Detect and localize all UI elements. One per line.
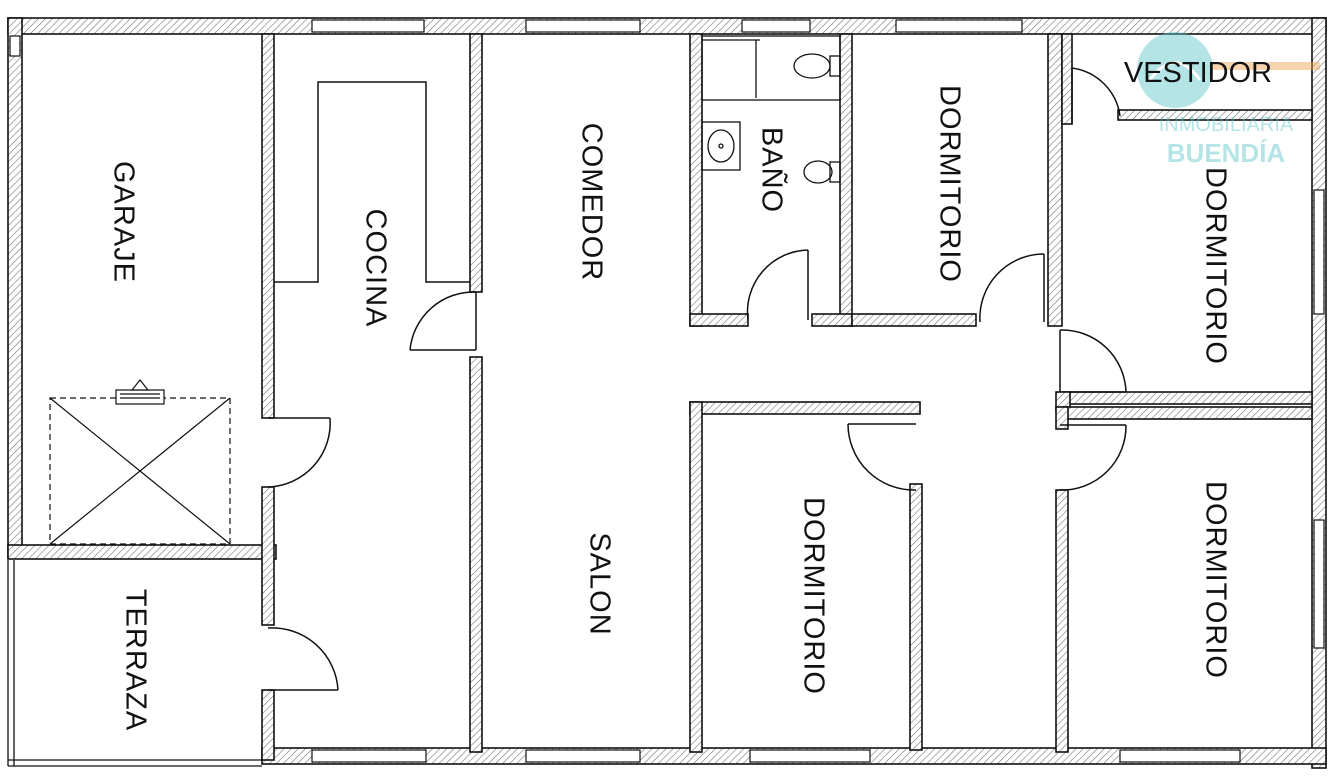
room-label-salon: SALON [583, 532, 615, 635]
wall-kitchen-dining-upper [469, 33, 483, 293]
garage-bottom-wall [7, 544, 277, 560]
wall-dorm1-dorm2 [1047, 33, 1063, 327]
room-label-dormitorio-1: DORMITORIO [933, 85, 965, 283]
window-right-1 [1313, 189, 1325, 315]
room-label-garaje: GARAJE [107, 161, 139, 283]
wall-dorm3-right [909, 483, 923, 751]
toilet-bottom [803, 160, 841, 184]
wall-bath-right [839, 33, 853, 327]
wall-vestidor-left [1061, 33, 1073, 125]
door-bathroom [746, 249, 809, 321]
wall-bath-bottom-a [689, 313, 749, 327]
room-label-comedor: COMEDOR [575, 123, 607, 281]
outer-wall-top [7, 17, 1327, 35]
room-label-cocina: COCINA [359, 209, 391, 328]
wall-dorm3-top [689, 401, 921, 415]
wall-dorm4-left-upper [1055, 406, 1069, 430]
toilet-top [793, 53, 841, 79]
wall-dorm4-left [1055, 489, 1069, 753]
window-top-1 [311, 19, 425, 33]
wall-dorm2-bottom [1061, 391, 1313, 405]
walls [7, 17, 1327, 769]
room-labels: GARAJE TERRAZA COCINA COMEDOR SALON BAÑO… [107, 57, 1272, 731]
window-left-1 [9, 35, 21, 57]
door-dorm2 [1059, 329, 1127, 393]
wall-dorm3-left [689, 401, 703, 753]
wall-bath-bottom-b [811, 313, 853, 327]
doors [267, 67, 1127, 691]
terrace-outline [7, 560, 262, 767]
room-label-dormitorio-4: DORMITORIO [1199, 481, 1231, 679]
wall-dorm1-bottom [851, 313, 977, 327]
outer-wall-left [7, 17, 23, 559]
window-top-4 [895, 19, 1023, 33]
door-dorm3 [847, 423, 917, 491]
room-label-dormitorio-2: DORMITORIO [1199, 167, 1231, 365]
window-bottom-2 [525, 749, 641, 763]
wall-dorm4-top [1061, 406, 1313, 420]
door-garage-kitchen [267, 417, 331, 488]
door-dorm1 [979, 253, 1045, 323]
door-terrace-kitchen [267, 627, 339, 691]
window-top-3 [741, 19, 811, 33]
room-label-dormitorio-3: DORMITORIO [797, 497, 829, 695]
wall-terrace-kitchen-lower [261, 689, 275, 761]
bathroom-fixtures [701, 35, 841, 184]
room-label-bano: BAÑO [755, 127, 789, 213]
logo-line2: BUENDÍA [1167, 138, 1286, 168]
door-vestidor [1071, 67, 1121, 124]
logo-line1: INMOBILIARIA [1159, 114, 1294, 136]
kitchen-counter [274, 81, 470, 283]
logo-circle-icon [1137, 32, 1213, 108]
outer-wall-right [1311, 17, 1327, 769]
wall-garage-kitchen-lower [261, 486, 275, 626]
door-dorm4 [1059, 424, 1127, 491]
wall-garage-kitchen-upper [261, 33, 275, 419]
wall-vestidor-bottom [1117, 109, 1313, 121]
window-bottom-1 [311, 749, 427, 763]
window-top-2 [525, 19, 641, 33]
window-bottom-3 [749, 749, 871, 763]
bathtub [701, 35, 841, 101]
room-label-terraza: TERRAZA [119, 589, 151, 731]
watermark-logo: INMOBILIARIA BUENDÍA [1137, 32, 1320, 168]
window-bottom-4 [1119, 749, 1241, 763]
washbasin [701, 121, 741, 171]
window-right-2 [1313, 519, 1325, 649]
room-label-vestidor: VESTIDOR [1124, 57, 1272, 89]
wall-bath-left [689, 33, 703, 327]
wall-kitchen-dining-lower [469, 356, 483, 753]
door-kitchen-dining [409, 291, 477, 351]
garage-car-space [49, 379, 231, 545]
windows [9, 19, 1325, 763]
